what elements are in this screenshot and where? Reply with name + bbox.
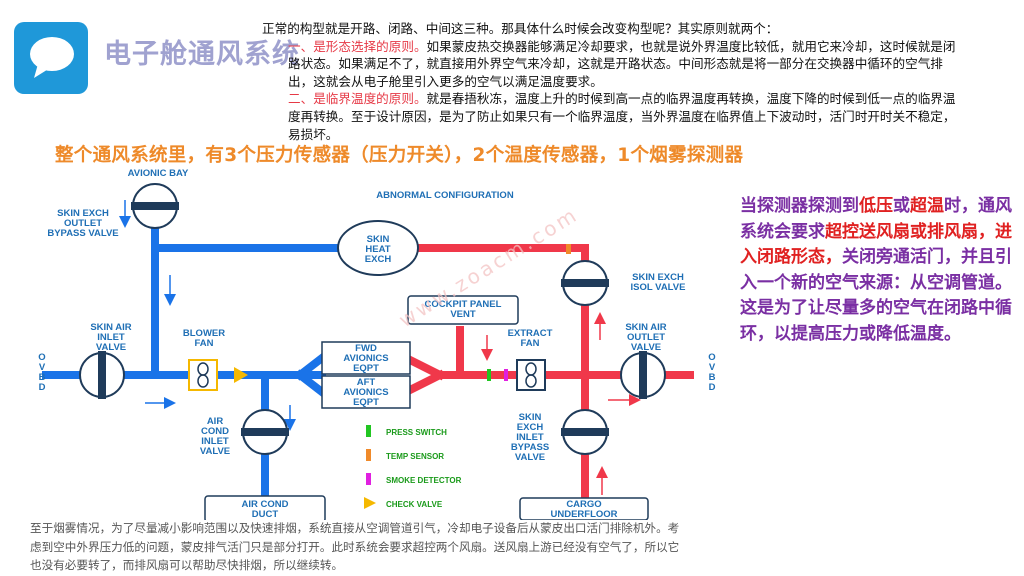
side-note: 当探测器探测到低压或超温时，通风系统会要求超控送风扇或排风扇，进入闭路形态，关闭… [740,194,1012,347]
diagram-labels: ABNORMAL CONFIGURATION AVIONIC BAY SKIN EX… [38,168,716,520]
skin-air-outlet-valve-icon [620,351,666,399]
air-cond-inlet-valve-icon [241,409,289,455]
fwd-avionics-box [321,341,411,375]
side-note-highlight: 超控送风扇或排风扇，进入闭路形态， [740,221,1012,268]
side-note-text: 或 [893,196,910,216]
skin-exch-isol-valve-icon [561,260,609,306]
side-note-text: 关闭旁通活门，并且引入一个新的空气来源：从空调管道。这是为了让尽量多的空气在闭路… [740,247,1012,344]
extract-fan-icon [516,359,546,391]
page-title: 电子舱通风系统 [104,39,300,70]
smoke-detector-legend-marker [366,473,371,485]
principle-one-text: 如果蒙皮热交换器能够满足冷却要求，也就是说外界温度比较低，就用它来冷却，这时候就… [288,38,956,89]
temp-sensor-legend-marker [366,449,371,461]
side-note-text: 时，通风系统会要求 [740,196,1012,242]
temp-sensor-legend-label: TEMP SENSOR [386,452,444,461]
smoke-detector-legend-label: SMOKE DETECTOR [386,476,462,485]
principle-two-label: 二、是临界温度的原则。 [288,91,427,107]
avionic-bay-label: AVIONIC BAY [128,168,189,179]
air-cond-duct-box [204,495,326,520]
check-valve-legend-label: CHECK VALVE [386,500,443,509]
abnormal-configuration-label: ABNORMAL CONFIGURATION [376,190,514,201]
chat-bubble-icon [14,22,88,94]
side-note-highlight: 低压 [859,196,893,216]
smoke-explanation: 至于烟雾情况，为了尽量减小影响范围以及快速排烟，系统直接从空调管道引气，冷却电子… [30,521,680,572]
smoke-detector-marker [504,369,508,381]
press-switch-marker [487,369,491,381]
intro-line: 正常的构型就是开路、闭路、中间这三种。那具体什么时候会改变构型呢？其实原则就两个… [262,21,779,36]
aft-avionics-box [321,375,411,409]
skin-exch-inlet-bypass-valve-icon [561,409,609,455]
ventilation-diagram: ABNORMAL CONFIGURATION AVIONIC BAY SKIN EX… [38,168,716,520]
cargo-underfloor-box [519,497,649,520]
temp-sensor-marker [566,244,571,254]
side-note-text: 当探测器探测到 [740,196,859,216]
press-switch-legend-label: PRESS SWITCH [386,428,447,437]
blower-fan-icon [188,359,218,391]
skin-heat-exch-icon [337,220,419,276]
principle-two: 二、是临界温度的原则。就是春捂秋冻，温度上升的时候到高一点的临界温度再转换，温度… [262,90,962,143]
press-switch-legend-marker [366,425,371,437]
check-valve-icon [234,367,248,383]
principle-two-text: 就是春捂秋冻，温度上升的时候到高一点的临界温度再转换，温度下降的时候到低一点的临… [288,91,956,142]
principle-one-label: 一、是形态选择的原则。 [288,38,427,54]
skin-exch-outlet-bypass-valve-icon [131,183,179,229]
sensor-summary: 整个通风系统里，有3个压力传感器（压力开关），2个温度传感器，1个烟雾探测器 [55,145,744,166]
skin-air-inlet-valve-icon [79,351,125,399]
check-valve-legend-marker [364,497,376,509]
intro-text: 正常的构型就是开路、闭路、中间这三种。那具体什么时候会改变构型呢？其实原则就两个… [262,20,962,143]
side-note-highlight: 超温 [910,196,944,216]
principle-one: 一、是形态选择的原则。如果蒙皮热交换器能够满足冷却要求，也就是说外界温度比较低，… [262,38,962,91]
diagram-legend: PRESS SWITCH TEMP SENSOR SMOKE DETECTOR CHE… [364,425,462,509]
cockpit-panel-vent-box [407,295,519,325]
